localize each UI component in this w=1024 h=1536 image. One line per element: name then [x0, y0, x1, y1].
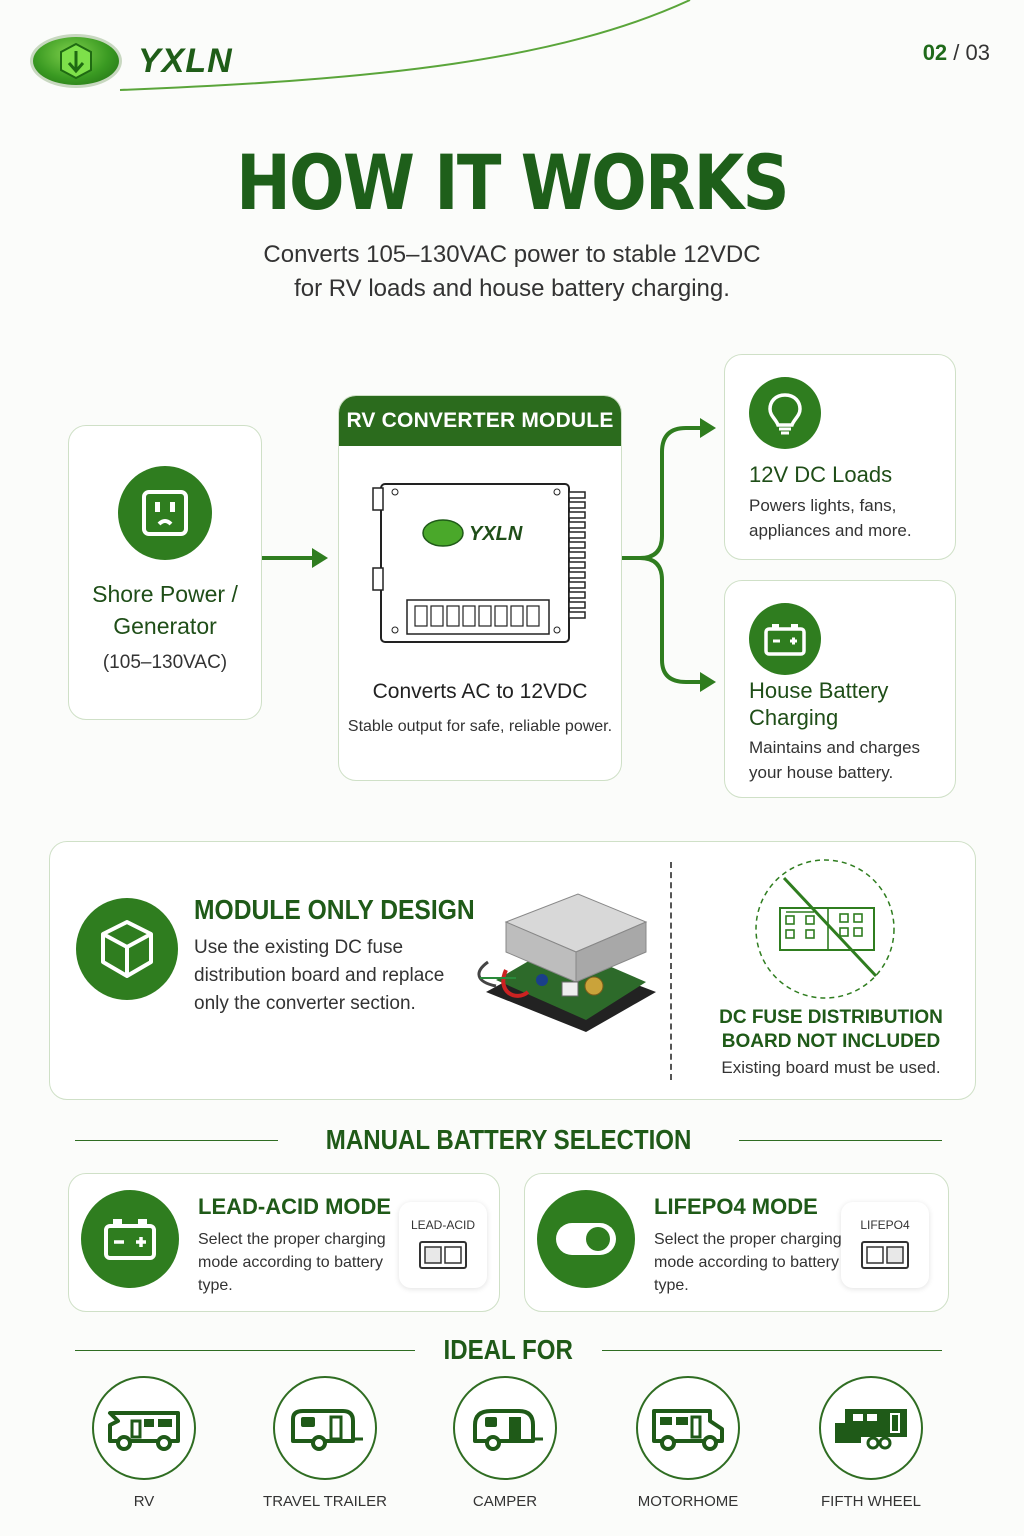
outlet-icon: [118, 466, 212, 560]
converter-device-illustration: YXLN: [372, 483, 586, 643]
brand-name: YXLN: [138, 41, 233, 80]
lifepo4-mode-desc: Select the proper charging mode accordin…: [654, 1231, 842, 1294]
travel-trailer-icon: [273, 1376, 377, 1480]
fuse-board-title-line-1: DC FUSE DISTRIBUTION: [719, 1007, 943, 1028]
heading-rule-right: [739, 1139, 943, 1141]
heading-rule-left: [75, 1139, 278, 1141]
fifth-wheel-icon: [819, 1376, 923, 1480]
header-swoosh: [119, 0, 691, 91]
house-battery-desc-line-1: Maintains and charges: [749, 738, 921, 757]
module-only-desc: Use the existing DC fuse distribution bo…: [194, 937, 445, 1014]
device-brand-text: YXLN: [469, 523, 523, 545]
rv-icon: [92, 1376, 196, 1480]
battery-selection-heading: MANUAL BATTERY SELECTION: [75, 1124, 943, 1156]
battery-selection-title: MANUAL BATTERY SELECTION: [325, 1124, 692, 1155]
lifepo4-mode-card: LIFEPO4 MODE Select the proper charging …: [524, 1173, 949, 1312]
page-subtitle: Converts 105–130VAC power to stable 12VD…: [0, 238, 1024, 306]
lead-acid-mode-title: LEAD-ACID MODE: [198, 1194, 392, 1219]
converter-module-card: RV CONVERTER MODULE YXLN Converts AC to …: [338, 395, 622, 781]
converter-module-photo: [477, 893, 656, 1032]
fuse-board-title: DC FUSE DISTRIBUTION BOARD NOT INCLUDED: [690, 1006, 972, 1054]
vehicle-name: TRAVEL TRAILER: [263, 1493, 387, 1510]
shore-power-label-line-1: Shore Power /: [92, 581, 238, 607]
vehicle-name: CAMPER: [472, 1493, 538, 1510]
logo-badge-icon: [30, 34, 122, 88]
converter-module-header: RV CONVERTER MODULE: [339, 396, 621, 446]
camper-icon: [453, 1376, 557, 1480]
rocker-switch-icon: [861, 1241, 909, 1269]
subtitle-line-1: Converts 105–130VAC power to stable 12VD…: [263, 241, 761, 268]
vehicle-rv: RV: [92, 1376, 196, 1510]
lead-acid-switch[interactable]: LEAD-ACID: [399, 1202, 487, 1288]
shore-power-label-line-2: Generator: [113, 613, 217, 639]
rocker-switch-icon: [419, 1241, 467, 1269]
subtitle-line-2: for RV loads and house battery charging.: [294, 275, 730, 302]
fuse-board-desc: Existing board must be used.: [721, 1058, 941, 1077]
page-current: 02: [922, 40, 948, 65]
page-separator: /: [947, 40, 966, 65]
battery-icon: [749, 603, 821, 675]
lead-acid-mode-desc: Select the proper charging mode accordin…: [198, 1231, 386, 1294]
motorhome-icon: [636, 1376, 740, 1480]
heading-rule-right: [601, 1349, 943, 1351]
dc-loads-desc: Powers lights, fans, appliances and more…: [749, 493, 912, 543]
page-total: 03: [965, 40, 990, 65]
dc-loads-desc-line-1: Powers lights, fans,: [749, 496, 897, 515]
vehicle-travel-trailer: TRAVEL TRAILER: [263, 1376, 387, 1510]
house-battery-title-line-2: Charging: [749, 705, 839, 730]
vehicle-name: MOTORHOME: [637, 1493, 739, 1510]
house-battery-desc: Maintains and charges your house battery…: [749, 735, 920, 785]
shore-power-label: Shore Power / Generator: [69, 578, 261, 642]
vehicle-name: FIFTH WHEEL: [821, 1493, 921, 1510]
converter-module-label: Converts AC to 12VDC: [372, 680, 588, 703]
flow-arrows: [262, 418, 716, 692]
shore-power-range: (105–130VAC): [102, 652, 228, 673]
vehicle-name: RV: [133, 1493, 155, 1510]
lifepo4-switch[interactable]: LIFEPO4: [841, 1202, 929, 1288]
house-battery-desc-line-2: your house battery.: [749, 763, 894, 782]
module-only-title: MODULE ONLY DESIGN: [194, 894, 475, 925]
dc-loads-card: 12V DC Loads Powers lights, fans, applia…: [724, 354, 956, 560]
ideal-for-title: IDEAL FOR: [443, 1334, 574, 1365]
toggle-icon: [537, 1190, 635, 1288]
fuse-board-title-line-2: BOARD NOT INCLUDED: [721, 1031, 941, 1052]
vehicle-fifth-wheel: FIFTH WHEEL: [819, 1376, 923, 1510]
heading-rule-left: [75, 1349, 416, 1351]
module-only-panel: MODULE ONLY DESIGN Use the existing DC f…: [49, 841, 976, 1100]
lifepo4-mode-title: LIFEPO4 MODE: [654, 1194, 818, 1219]
vehicle-camper: CAMPER: [453, 1376, 557, 1510]
fuse-board-not-included-icon: [755, 859, 895, 999]
lead-acid-switch-label: LEAD-ACID: [410, 1218, 475, 1232]
house-battery-title-line-1: House Battery: [749, 678, 889, 703]
shore-power-card: Shore Power / Generator (105–130VAC): [68, 425, 262, 720]
converter-module-desc: Stable output for safe, reliable power.: [347, 718, 613, 735]
vehicle-motorhome: MOTORHOME: [636, 1376, 740, 1510]
lead-acid-mode-card: LEAD-ACID MODE Select the proper chargin…: [68, 1173, 500, 1312]
ideal-for-heading: IDEAL FOR: [75, 1334, 943, 1366]
battery-icon: [81, 1190, 179, 1288]
brand-logo: YXLN: [30, 34, 233, 88]
page-title: HOW IT WORKS: [236, 138, 790, 227]
house-battery-card: House Battery Charging Maintains and cha…: [724, 580, 956, 798]
dc-loads-desc-line-2: appliances and more.: [749, 521, 912, 540]
house-battery-title: House Battery Charging: [749, 677, 888, 731]
lifepo4-switch-label: LIFEPO4: [860, 1218, 910, 1232]
cube-icon: [76, 898, 178, 1000]
dc-loads-title: 12V DC Loads: [749, 462, 893, 487]
lightbulb-icon: [749, 377, 821, 449]
page-indicator: 02 / 03: [923, 40, 990, 66]
panel-divider: [670, 862, 672, 1080]
